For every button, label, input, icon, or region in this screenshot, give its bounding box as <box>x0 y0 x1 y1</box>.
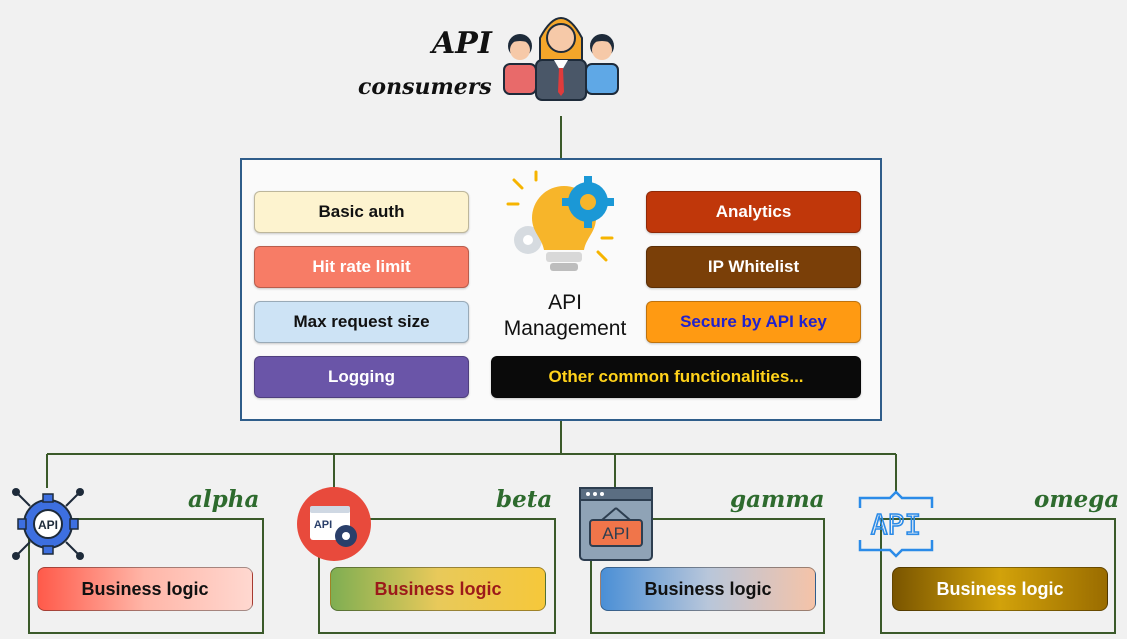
consumers-api-label: API <box>432 26 492 61</box>
feature-analytics: Analytics <box>646 191 861 233</box>
svg-text:API: API <box>602 524 629 543</box>
feature-other-common: Other common functionalities... <box>491 356 861 398</box>
api-management-title-line2: Management <box>503 317 627 340</box>
api-management-title: API Management <box>490 290 640 342</box>
service-gamma-business-logic: Business logic <box>600 567 816 611</box>
service-beta-business-logic: Business logic <box>330 567 546 611</box>
svg-text:API: API <box>871 508 922 541</box>
api-gear-icon: API <box>12 488 84 560</box>
svg-text:API: API <box>314 519 332 531</box>
service-omega-name: omega <box>1034 486 1120 513</box>
feature-hit-rate-limit: Hit rate limit <box>254 246 469 288</box>
service-omega-box <box>880 518 1116 634</box>
service-omega-business-logic: Business logic <box>892 567 1108 611</box>
consumers-people-icon <box>503 17 619 101</box>
consumers-label: consumers <box>358 74 492 100</box>
service-alpha-name: alpha <box>188 486 260 513</box>
service-alpha-business-logic: Business logic <box>37 567 253 611</box>
feature-basic-auth: Basic auth <box>254 191 469 233</box>
feature-secure-by-api-key: Secure by API key <box>646 301 861 343</box>
api-window-gear-icon: API <box>297 487 371 561</box>
api-management-title-line1: API <box>548 291 582 314</box>
api-bracket-icon: API <box>858 490 934 558</box>
service-gamma-box <box>590 518 825 634</box>
service-gamma-name: gamma <box>730 486 825 513</box>
service-beta-box <box>318 518 556 634</box>
feature-ip-whitelist: IP Whitelist <box>646 246 861 288</box>
lightbulb-gear-icon <box>506 170 614 271</box>
feature-max-request-size: Max request size <box>254 301 469 343</box>
svg-text:API: API <box>38 518 58 532</box>
service-alpha-box <box>28 518 264 634</box>
feature-logging: Logging <box>254 356 469 398</box>
service-beta-name: beta <box>496 486 553 513</box>
api-browser-icon: API <box>579 487 653 561</box>
